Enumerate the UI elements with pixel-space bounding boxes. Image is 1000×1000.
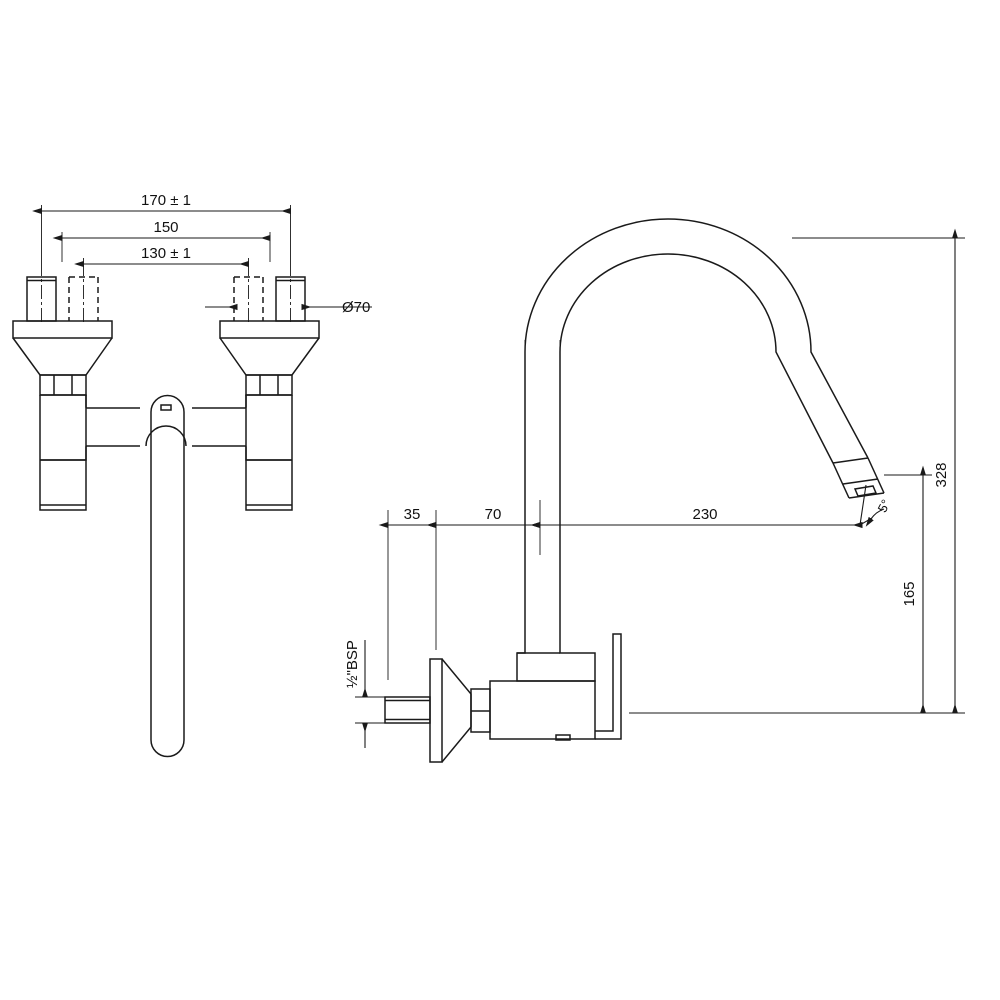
dim-230-label: 230 [692,506,717,523]
front-left-handle-assembly [12,262,113,511]
dim-d70-label: Ø70 [342,299,370,316]
cross-body-lower-left [40,445,140,461]
front-right-handle-assembly [219,262,320,511]
right-body-column [245,395,293,511]
wall-flange-cone [441,658,472,763]
inlet-shank [384,696,431,724]
angle-5-arc [865,508,885,527]
gooseneck-inner-curve [559,253,834,520]
gooseneck-outer-curve [524,218,869,520]
outlet-left-side [832,462,850,499]
valve-body [489,680,596,740]
dim-165-group [884,465,932,714]
body-foot [555,734,571,741]
right-cone [219,337,320,376]
dim-328-label: 328 [933,462,950,487]
side-view [355,218,965,763]
side-body-assembly [384,520,622,763]
outlet-band [842,478,879,485]
spout-hub-ring [145,425,187,447]
dim-horizontal-chain [378,340,885,680]
angle-5-wedge [859,484,873,527]
front-spout-tube [150,394,185,758]
outlet-top-edge [832,457,869,464]
outlet-bottom-edge [848,492,885,499]
riser-and-collar [516,520,596,682]
dim-170-label: 170 ± 1 [141,192,191,209]
dim-165-label: 165 [901,581,918,606]
spout-hub-cap [160,404,172,411]
wall-flange-plate [429,658,443,763]
dim-150-label: 150 [153,219,178,236]
dim-35-label: 35 [404,506,421,523]
spout-tube-outline [150,394,185,758]
dim-angle-5-label: 5° [874,497,893,515]
lever-handle [595,633,622,740]
side-gooseneck-spout [524,218,885,520]
dim-130-group [74,258,249,268]
front-cross-body [40,394,292,461]
left-flange-disc [12,320,113,339]
dim-70-label: 70 [485,506,502,523]
aerator-nub [853,485,878,497]
cross-body-upper-left [40,394,140,409]
cross-body-upper-right [192,394,292,409]
dim-bsp-label: ½"BSP [344,640,361,688]
dim-130-label: 130 ± 1 [141,245,191,262]
left-hex-nut [39,374,87,396]
front-view [12,205,372,758]
right-flange-disc [219,320,320,339]
left-cone [12,337,113,376]
dim-170-group [32,205,291,262]
dim-150-group [52,232,271,262]
cross-body-lower-right [192,445,292,461]
outlet-right-side [867,457,885,494]
right-hex-nut [245,374,293,396]
dim-328-group [629,228,965,714]
dim-bsp-group [355,640,385,748]
left-body-column [39,395,87,511]
